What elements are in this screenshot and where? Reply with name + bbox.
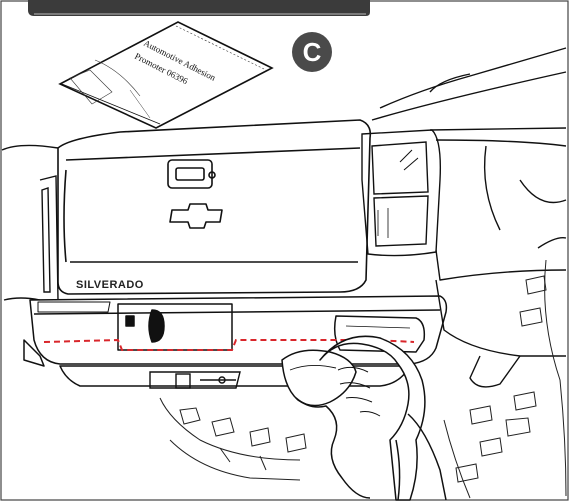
left-tire-tread: [160, 398, 306, 480]
tail-light: [362, 130, 440, 256]
adhesion-promoter-packet: Automotive Adhesion Promoter 06396: [60, 22, 272, 128]
step-marker: C: [292, 32, 332, 72]
right-tire-tread: [444, 260, 566, 498]
tailgate-badge: SILVERADO: [76, 279, 144, 291]
truck-left-side: [2, 145, 58, 300]
truck-body: [372, 48, 566, 387]
step-letter: C: [303, 37, 322, 67]
tailgate: [58, 120, 370, 294]
